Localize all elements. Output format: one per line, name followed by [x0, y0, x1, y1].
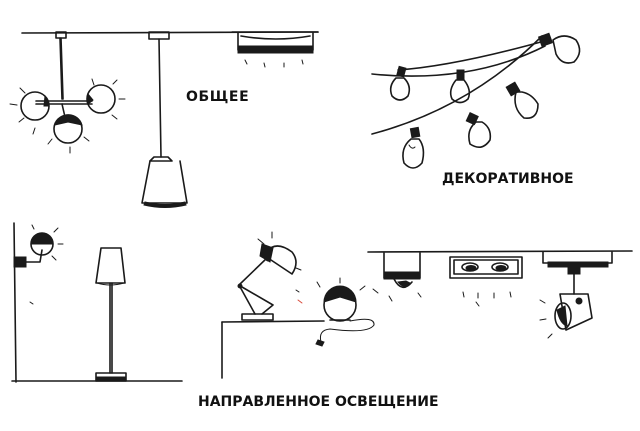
recessed-spotlight-sketch [372, 252, 422, 302]
ceiling-line-directional [367, 250, 633, 253]
floor-lamp-sketch [95, 247, 127, 382]
label-decorative: ДЕКОРАТИВНОЕ [442, 171, 574, 187]
wall-sconce-sketch [11, 222, 183, 383]
flush-ceiling-lamp-sketch [231, 31, 319, 68]
bulb-2-sketch [449, 69, 471, 104]
desk-lamp-sketch [221, 231, 325, 379]
double-spotlight-sketch [449, 256, 523, 307]
label-general: ОБЩЕЕ [186, 89, 249, 105]
bulb-1-sketch [389, 65, 411, 101]
ball-table-lamp-sketch [295, 277, 375, 347]
pendant-lamp-sketch [141, 31, 188, 208]
label-directional: НАПРАВЛЕННОЕ ОСВЕЩЕНИЕ [198, 394, 439, 410]
track-spotlight-sketch [539, 251, 613, 339]
bulb-5-sketch [505, 81, 539, 120]
globe-chandelier-sketch [9, 31, 126, 154]
bulb-3-sketch [402, 126, 425, 169]
bulb-4-sketch [465, 112, 492, 148]
string-lights-sketch [371, 32, 581, 169]
bulb-6-sketch [537, 32, 581, 64]
